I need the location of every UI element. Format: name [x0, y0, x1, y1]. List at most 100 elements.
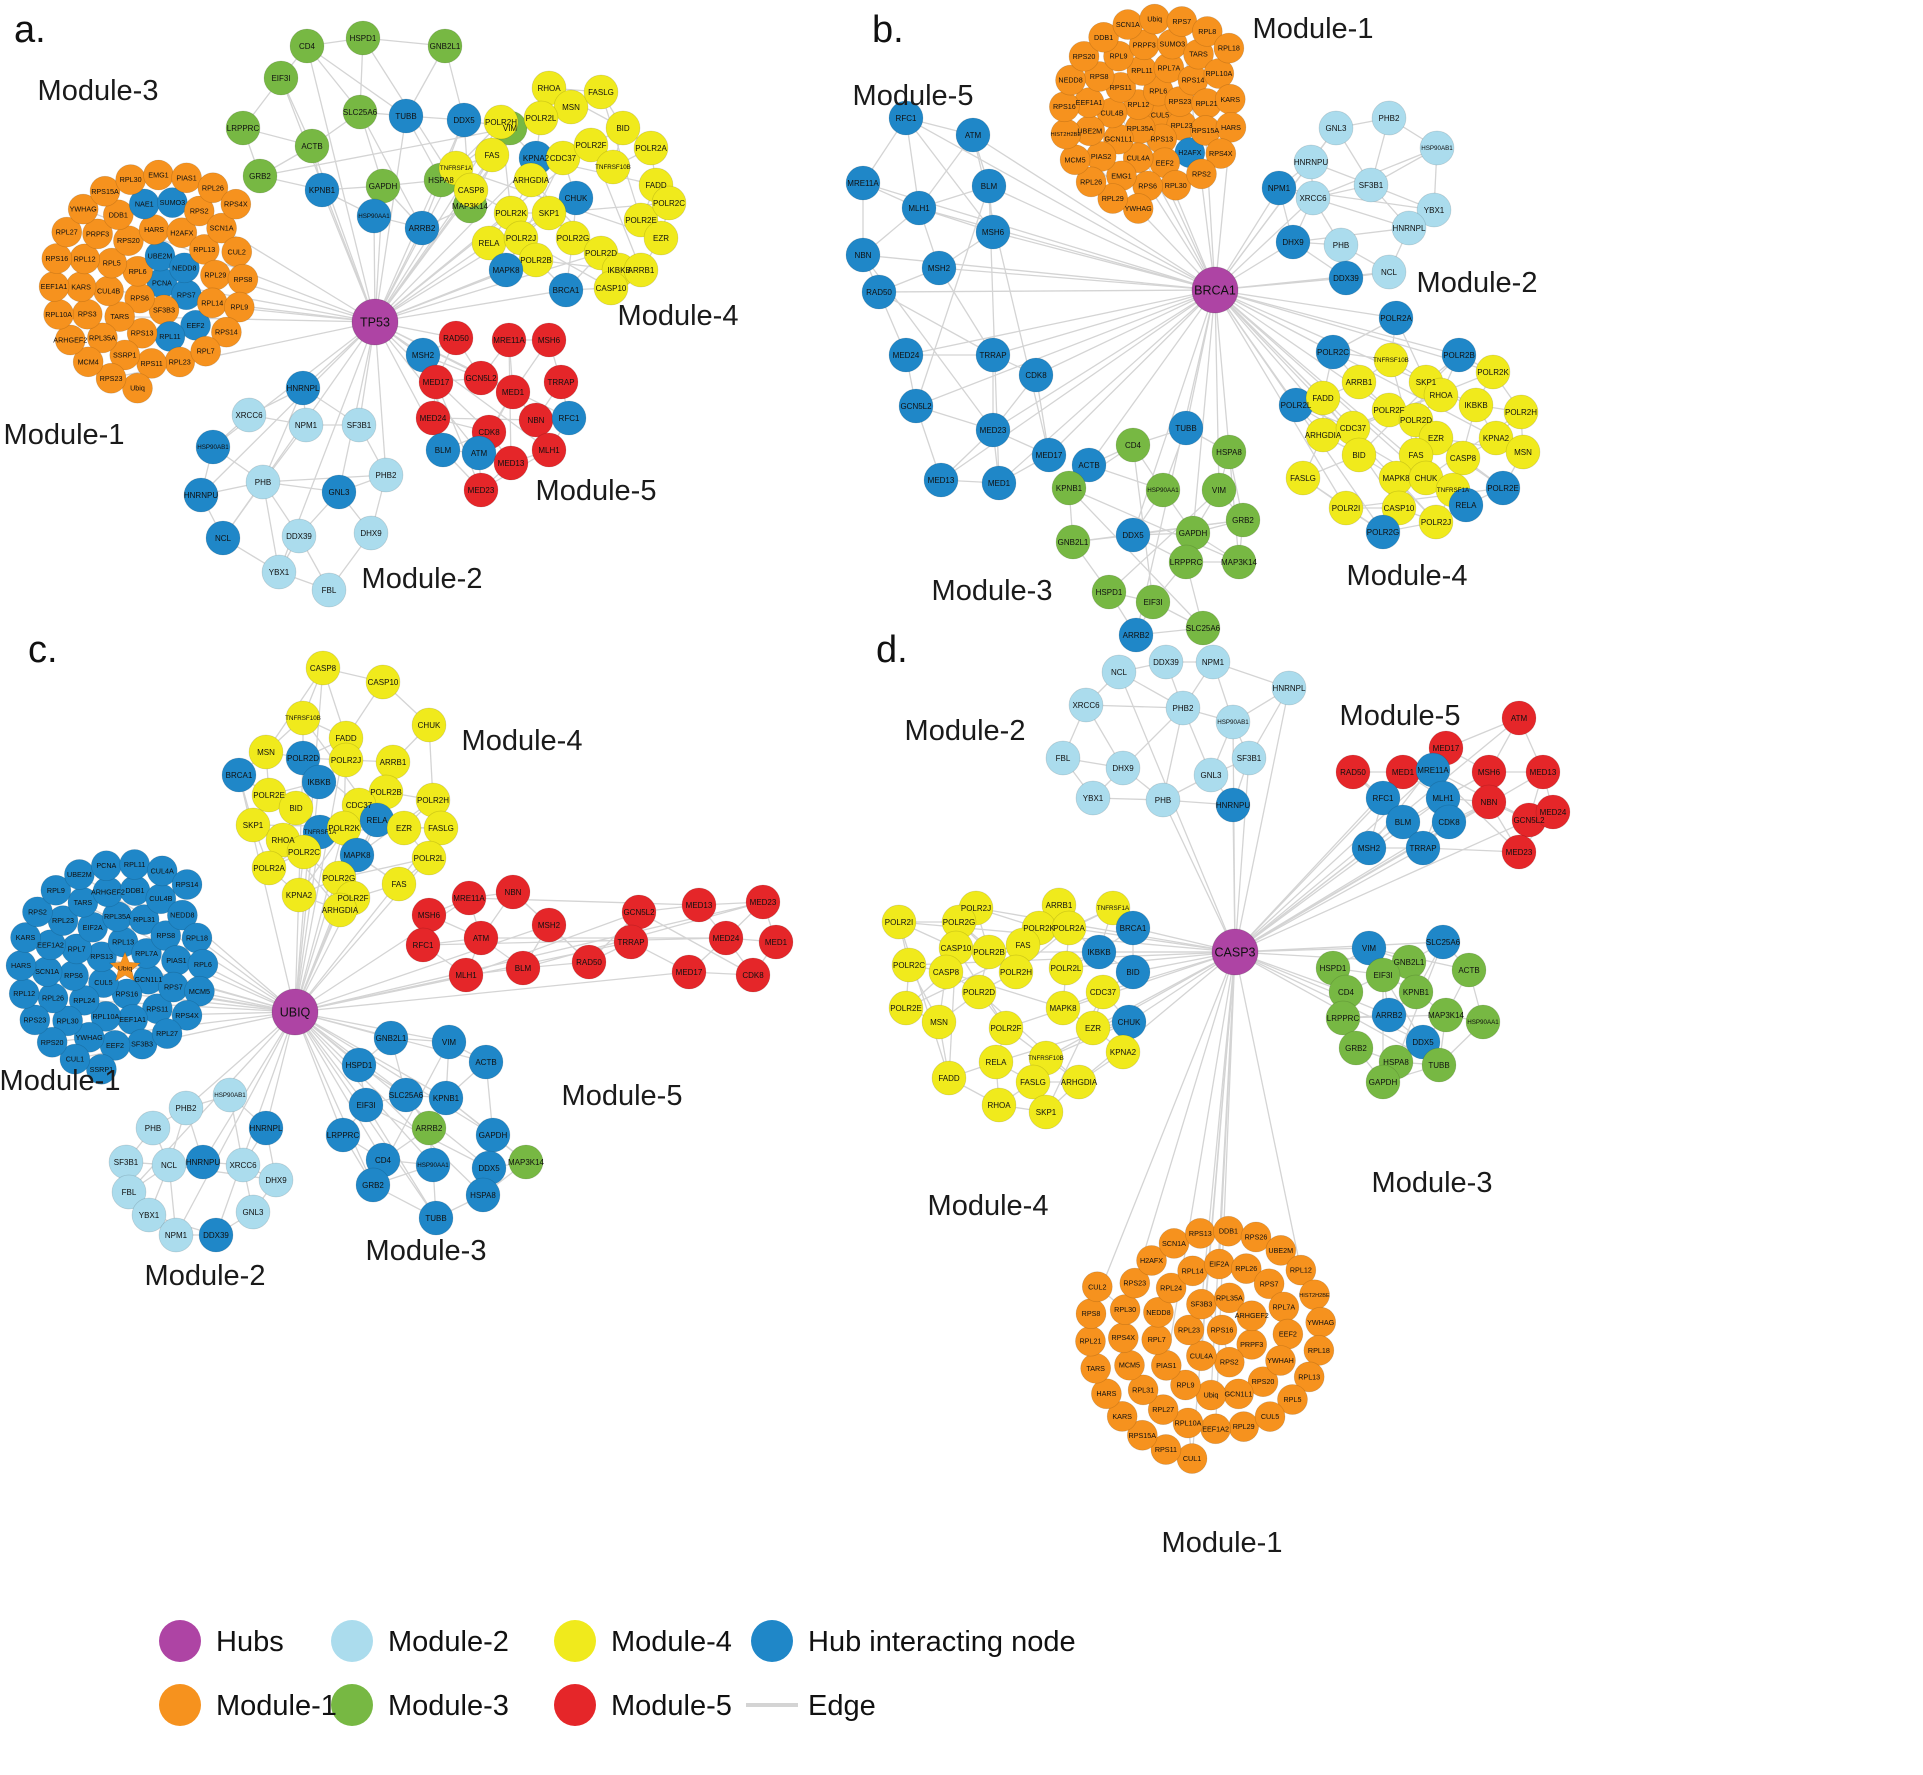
- edge: [878, 291, 994, 356]
- edge: [374, 269, 507, 323]
- node-label-MAPK8: MAPK8: [343, 851, 371, 860]
- node-label-ARHGDIA: ARHGDIA: [322, 906, 359, 915]
- node-label-H2AFX: H2AFX: [1178, 148, 1201, 157]
- node-HSP90AB1: [195, 429, 231, 465]
- node-TNFRSF10B: [595, 149, 631, 185]
- node-CD4: [1115, 427, 1151, 463]
- node-label-RPS16: RPS16: [45, 254, 68, 263]
- node-label-ACTB: ACTB: [301, 142, 322, 151]
- node-label-CUL4B: CUL4B: [149, 894, 172, 903]
- node-CHUK: [558, 180, 594, 216]
- node-label-RPL13: RPL13: [1298, 1372, 1320, 1381]
- module-label-module-4: Module-4: [1347, 560, 1468, 592]
- node-label-NEDD8: NEDD8: [1146, 1308, 1170, 1317]
- node-RPL10A: [90, 1001, 122, 1032]
- node-label-RPS23: RPS23: [1168, 97, 1191, 106]
- node-label-POLR2A: POLR2A: [1380, 314, 1412, 323]
- node-label-RPS23: RPS23: [100, 374, 123, 383]
- node-label-HSP90AB1: HSP90AB1: [1217, 719, 1249, 726]
- node-label-EMG1: EMG1: [148, 171, 168, 180]
- node-label-MAP3K14: MAP3K14: [508, 1158, 545, 1167]
- node-label-GAPDH: GAPDH: [479, 1131, 508, 1140]
- node-label-CUL4A: CUL4A: [1190, 1351, 1213, 1360]
- node-HNRNPU: [1215, 787, 1251, 823]
- edge: [975, 907, 1236, 953]
- node-label-RPS7: RPS7: [177, 290, 196, 299]
- node-label-RPS2: RPS2: [28, 907, 47, 916]
- node-label-NEDD8: NEDD8: [1058, 76, 1082, 85]
- node-ARRB2: [411, 1110, 447, 1146]
- node-label-UBE2M: UBE2M: [148, 252, 173, 261]
- edge: [311, 145, 376, 323]
- node-label-RPS15A: RPS15A: [1129, 1431, 1157, 1440]
- node-label-PRPF3: PRPF3: [1133, 40, 1156, 49]
- node-FAS: [474, 137, 510, 173]
- node-RPL9: [40, 874, 72, 906]
- node-IKBKB: [301, 764, 337, 800]
- node-label-GNL3: GNL3: [243, 1208, 264, 1217]
- node-label-CDK8: CDK8: [1438, 818, 1460, 827]
- node-label-MAPK8: MAPK8: [492, 266, 520, 275]
- edge: [1234, 819, 1530, 953]
- node-label-KPNB1: KPNB1: [1056, 484, 1083, 493]
- node-DHX9: [1275, 224, 1311, 260]
- node-label-NPM1: NPM1: [295, 421, 318, 430]
- node-RPL31: [1127, 1374, 1159, 1406]
- node-label-XRCC6: XRCC6: [1072, 701, 1100, 710]
- node-POLR2A: [633, 130, 669, 166]
- node-label-GCN5L2: GCN5L2: [623, 908, 655, 917]
- edge: [915, 185, 990, 407]
- module-label-module-4: Module-4: [462, 725, 583, 757]
- node-TARS: [104, 301, 136, 332]
- node-label-RPL10A: RPL10A: [1175, 1419, 1202, 1428]
- legend-label-module-5: Module-5: [611, 1690, 732, 1722]
- node-RPL27: [51, 216, 83, 248]
- node-NEDD8: [167, 899, 198, 931]
- node-POLR2C: [891, 947, 927, 983]
- node-label-HSP90AA1: HSP90AA1: [1467, 1019, 1499, 1026]
- node-GRB2: [242, 158, 278, 194]
- edge: [359, 111, 423, 229]
- node-label-RPL6: RPL6: [194, 960, 212, 969]
- node-label-MSN: MSN: [257, 748, 275, 757]
- edge: [262, 474, 387, 483]
- node-label-CASP8: CASP8: [458, 186, 485, 195]
- node-KPNB1: [304, 172, 340, 208]
- node-MSN: [553, 89, 589, 125]
- node-label-HNRNPU: HNRNPU: [1294, 158, 1328, 167]
- node-label-ARRB1: ARRB1: [380, 758, 407, 767]
- hub-TP53: [351, 298, 399, 346]
- node-label-GCN5L2: GCN5L2: [900, 402, 932, 411]
- edge: [978, 991, 1080, 1083]
- node-label-DDX5: DDX5: [453, 116, 475, 125]
- legend-label-module-4: Module-4: [611, 1626, 732, 1658]
- node-label-DDX5: DDX5: [1122, 531, 1144, 540]
- node-label-RPL31: RPL31: [133, 915, 155, 924]
- legend-label-edge: Edge: [808, 1690, 876, 1722]
- node-label-RPL7A: RPL7A: [1157, 63, 1180, 72]
- node-MSH6: [975, 214, 1011, 250]
- node-label-RPS7: RPS7: [1172, 17, 1191, 26]
- node-MRE11A: [451, 880, 487, 916]
- node-SLC25A6: [342, 94, 378, 130]
- node-TRRAP: [975, 337, 1011, 373]
- edge: [1214, 289, 1397, 319]
- node-label-RPL35A: RPL35A: [1216, 1293, 1243, 1302]
- node-label-POLR2G: POLR2G: [1367, 528, 1399, 537]
- node-label-HNRNPU: HNRNPU: [186, 1158, 220, 1167]
- node-PHB2: [368, 457, 404, 493]
- node-label-FAS: FAS: [1408, 451, 1423, 460]
- node-label-XRCC6: XRCC6: [229, 1161, 257, 1170]
- node-label-RPS14: RPS14: [215, 328, 238, 337]
- hub-label-UBIQ: UBIQ: [280, 1006, 311, 1020]
- edge: [168, 1164, 277, 1181]
- node-label-HARS: HARS: [11, 961, 31, 970]
- edge: [940, 289, 1216, 481]
- node-label-FASLG: FASLG: [428, 824, 454, 833]
- panel-letter-c: c.: [28, 629, 58, 671]
- node-label-RFC1: RFC1: [1373, 794, 1394, 803]
- node-VIM: [431, 1024, 467, 1060]
- node-label-XRCC6: XRCC6: [1299, 194, 1327, 203]
- node-label-ACTB: ACTB: [1078, 461, 1099, 470]
- node-label-MRE11A: MRE11A: [493, 336, 525, 345]
